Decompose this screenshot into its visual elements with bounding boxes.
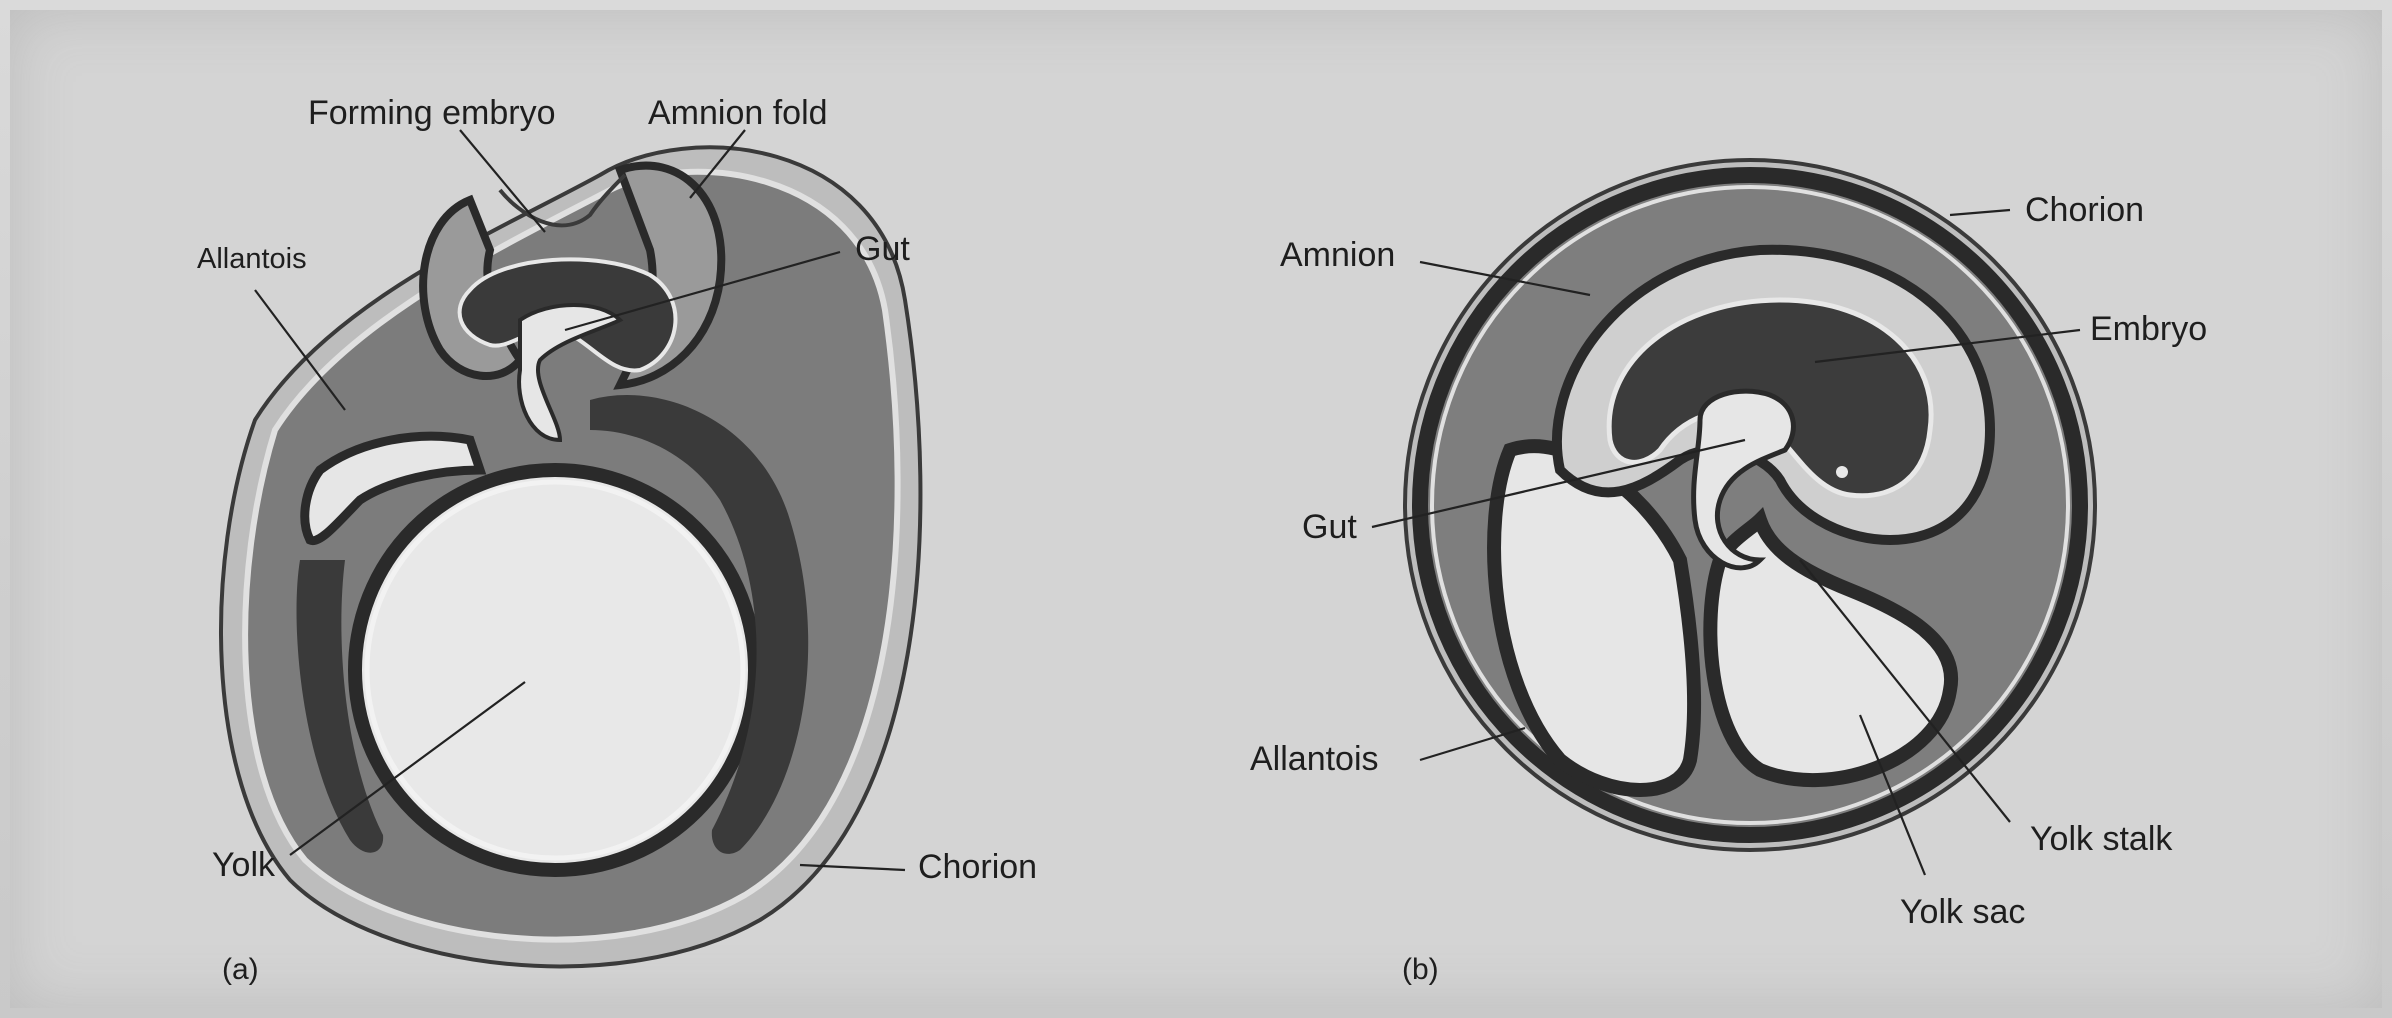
label-a-amnion-fold: Amnion fold <box>648 96 828 130</box>
label-a-allantois: Allantois <box>197 245 307 274</box>
figure-a-diagram <box>221 147 920 966</box>
label-a-chorion: Chorion <box>918 850 1037 884</box>
label-a-forming-embryo: Forming embryo <box>308 96 556 130</box>
panel-label-a: (a) <box>222 955 259 985</box>
figure-a-yolk <box>355 470 755 870</box>
leader-b-chorion <box>1950 210 2010 215</box>
label-a-gut: Gut <box>855 232 910 266</box>
label-b-yolk-sac: Yolk sac <box>1900 895 2025 929</box>
figure-b-embryo-dot <box>1836 466 1848 478</box>
label-a-yolk: Yolk <box>212 848 275 882</box>
label-b-embryo: Embryo <box>2090 312 2207 346</box>
label-b-gut: Gut <box>1302 510 1357 544</box>
label-b-allantois: Allantois <box>1250 742 1379 776</box>
label-b-chorion: Chorion <box>2025 193 2144 227</box>
figure-b-diagram <box>1405 160 2095 850</box>
label-b-amnion: Amnion <box>1280 238 1395 272</box>
panel-label-b: (b) <box>1402 955 1439 985</box>
label-b-yolk-stalk: Yolk stalk <box>2030 822 2172 856</box>
